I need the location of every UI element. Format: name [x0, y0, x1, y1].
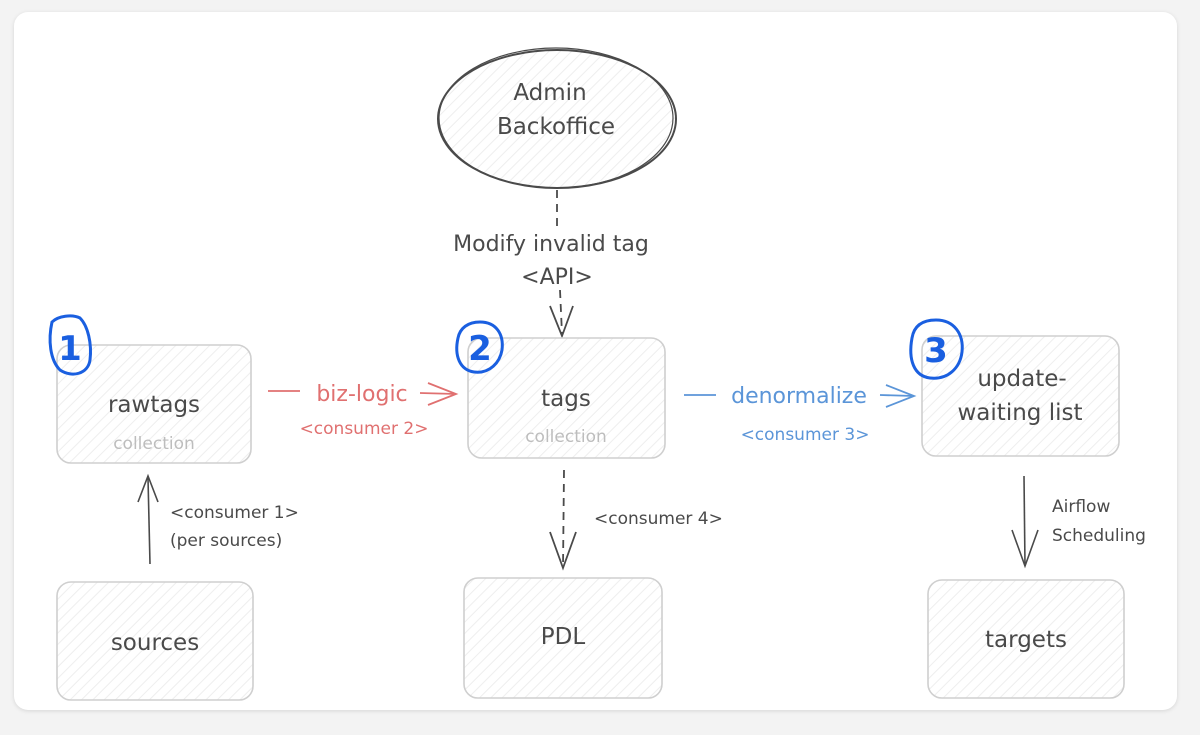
- edge-rawtags-label-line2: <consumer 2>: [300, 419, 429, 439]
- edge-tags-label-line2: <consumer 3>: [741, 425, 870, 445]
- rawtags-sub: collection: [113, 434, 195, 454]
- edge-tags-label-line1: denormalize: [731, 384, 867, 409]
- badge-1: 1: [48, 314, 92, 376]
- targets-node: targets: [927, 579, 1125, 699]
- edge-rawtags-label-line1: biz-logic: [316, 382, 407, 407]
- badge-3-number: 3: [924, 331, 948, 371]
- badge-2-number: 2: [468, 329, 492, 369]
- badge-1-number: 1: [58, 329, 82, 369]
- rawtags-node: rawtags collection: [56, 344, 252, 464]
- sources-label: sources: [111, 630, 199, 656]
- waiting-label-line2: waiting list: [958, 400, 1083, 426]
- waiting-label-line1: update-: [977, 366, 1066, 392]
- edge-waiting-label-line1: Airflow: [1052, 497, 1110, 517]
- edge-admin-label-line1: Modify invalid tag: [453, 232, 649, 257]
- edge-tags-to-waiting: denormalize <consumer 3>: [684, 384, 917, 445]
- edge-waiting-to-targets: Airflow Scheduling: [1011, 475, 1146, 569]
- tags-sub: collection: [525, 427, 607, 447]
- waiting-list-node: update- waiting list: [921, 335, 1120, 457]
- admin-backoffice-node: Admin Backoffice: [437, 47, 677, 189]
- pdl-node: PDL: [463, 577, 663, 699]
- badge-2: 2: [455, 320, 504, 374]
- edge-sources-label-line1: <consumer 1>: [170, 503, 299, 523]
- tags-node: tags collection: [467, 337, 666, 459]
- edge-sources-label-line2: (per sources): [170, 531, 282, 551]
- sources-node: sources: [56, 581, 254, 701]
- edge-tags-to-pdl: <consumer 4>: [549, 469, 723, 571]
- admin-label-line2: Backoffice: [497, 114, 615, 140]
- rawtags-label: rawtags: [108, 392, 200, 418]
- pdl-label: PDL: [541, 624, 586, 650]
- edge-admin-to-tags: Modify invalid tag <API>: [453, 190, 649, 339]
- edge-tags-pdl-label: <consumer 4>: [594, 509, 723, 529]
- admin-label-line1: Admin: [513, 80, 586, 106]
- badge-3: 3: [909, 318, 964, 380]
- edge-sources-to-rawtags: <consumer 1> (per sources): [137, 473, 299, 565]
- edge-waiting-label-line2: Scheduling: [1052, 526, 1146, 546]
- edge-rawtags-to-tags: biz-logic <consumer 2>: [268, 382, 459, 439]
- edge-admin-label-line2: <API>: [521, 265, 593, 290]
- targets-label: targets: [985, 627, 1067, 653]
- tags-label: tags: [541, 386, 591, 412]
